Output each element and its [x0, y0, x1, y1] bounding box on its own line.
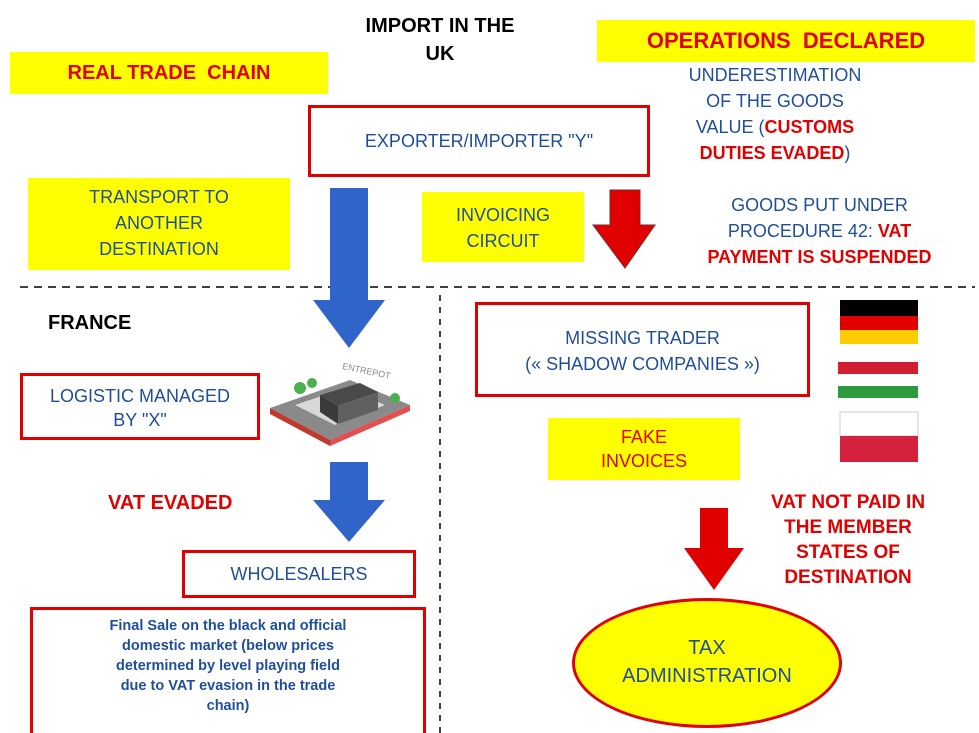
transport-label: TRANSPORT TO ANOTHER DESTINATION: [28, 178, 290, 270]
red-arrow-tax: [684, 508, 744, 590]
exporter-importer-box: EXPORTER/IMPORTER "Y": [308, 105, 650, 177]
final-sale-box: Final Sale on the black and official dom…: [30, 607, 426, 733]
operations-declared-label: OPERATIONS DECLARED: [597, 20, 975, 62]
vat-evaded-label: VAT EVADED: [108, 492, 233, 514]
germany-flag: [840, 300, 918, 344]
real-trade-chain-label: REAL TRADE CHAIN: [10, 52, 328, 94]
tax-administration-ellipse: TAX ADMINISTRATION: [572, 598, 842, 728]
austria-hungary-flag: [838, 362, 918, 398]
warehouse-icon: [270, 378, 410, 446]
blue-arrow-wholesalers: [313, 462, 385, 542]
import-title: IMPORT IN THE UK: [365, 15, 515, 65]
poland-flag: [839, 411, 919, 462]
fake-invoices-label: FAKE INVOICES: [548, 418, 740, 480]
underestimation-note: UNDERESTIMATION OF THE GOODS VALUE (CUST…: [688, 65, 862, 163]
logistic-box: LOGISTIC MANAGED BY "X": [20, 373, 260, 440]
vat-not-paid-note: VAT NOT PAID IN THE MEMBER STATES OF DES…: [770, 492, 926, 588]
france-label: FRANCE: [48, 312, 132, 334]
missing-trader-box: MISSING TRADER (« SHADOW COMPANIES »): [475, 302, 810, 397]
invoicing-circuit-label: INVOICING CIRCUIT: [422, 192, 584, 262]
red-arrow-invoicing: [592, 189, 656, 269]
procedure-42-note: GOODS PUT UNDER PROCEDURE 42: VAT PAYMEN…: [707, 195, 932, 267]
blue-arrow-transport: [313, 188, 385, 348]
wholesalers-box: WHOLESALERS: [182, 550, 416, 598]
